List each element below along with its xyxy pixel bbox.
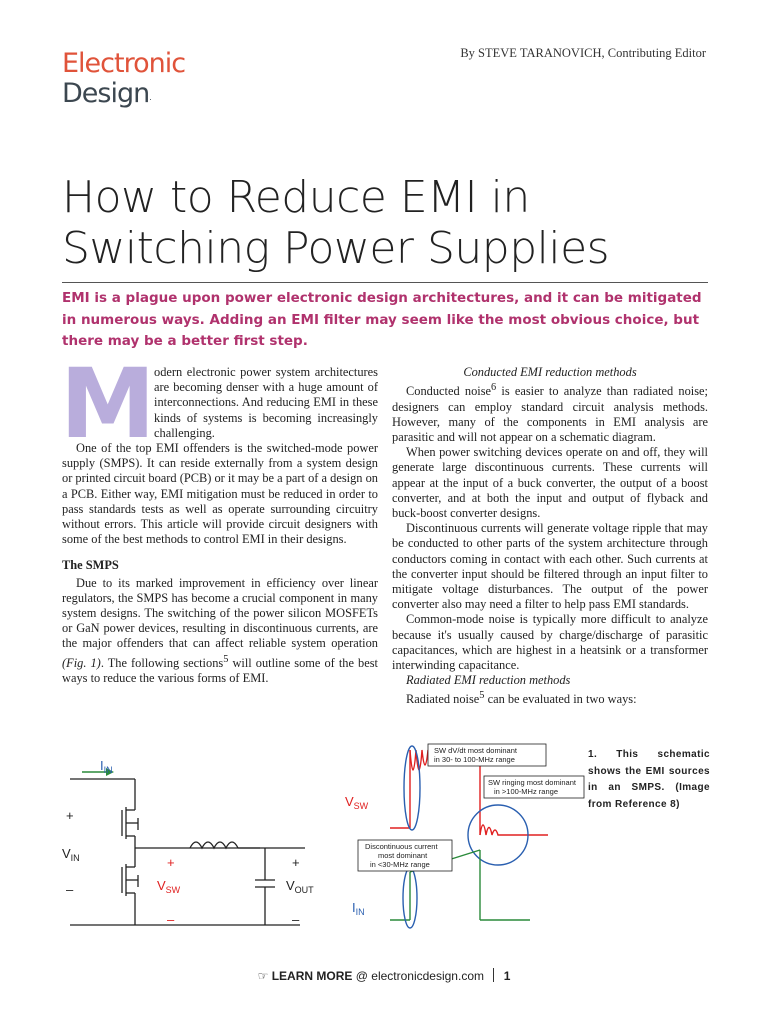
- vin-minus: –: [66, 882, 74, 897]
- paragraph-text: Due to its marked improvement in efficie…: [62, 575, 378, 651]
- page-number: 1: [503, 969, 511, 983]
- vin-label: VIN: [62, 846, 80, 863]
- annotation-box-discontinuous: Discontinuous current most dominant in <…: [357, 839, 453, 872]
- at-symbol: @: [355, 969, 368, 983]
- paragraph: One of the top EMI offenders is the swit…: [62, 441, 378, 547]
- paragraph-text: . The following sections: [100, 655, 224, 670]
- paragraph-text: Radiated noise: [406, 692, 480, 707]
- section-heading: Radiated EMI reduction methods: [406, 673, 571, 688]
- input-current-arrow: [82, 768, 114, 776]
- column-left: M odern electronic power system architec…: [60, 348, 378, 687]
- title-rule: [62, 282, 708, 283]
- footer: ☞ LEARN MORE @ electronicdesign.com 1: [0, 968, 768, 983]
- svg-text:in <30-MHz range: in <30-MHz range: [370, 860, 430, 869]
- paragraph: odern electronic power system architectu…: [154, 365, 378, 440]
- svg-text:most dominant: most dominant: [378, 851, 428, 860]
- reference-number: 5: [223, 653, 229, 665]
- article-deck: EMI is a plague upon power electronic de…: [62, 290, 702, 349]
- reference-number: 6: [491, 382, 497, 394]
- column-right: Conducted EMI reduction methods Conducte…: [392, 365, 708, 708]
- paragraph: Due to its marked improvement in efficie…: [62, 576, 378, 687]
- paragraph: Common-mode noise is typically more diff…: [392, 612, 708, 672]
- paragraph-text: will outline some of the best ways to re…: [62, 655, 378, 685]
- paragraph: When power switching devices operate on …: [392, 445, 708, 520]
- byline: By STEVE TARANOVICH, Contributing Editor: [460, 46, 706, 60]
- annotation-box-dvdt: SW dV/dt most dominant in 30- to 100-MHz…: [427, 743, 547, 767]
- vout-plus: +: [292, 855, 300, 870]
- section-heading: The SMPS: [62, 558, 119, 573]
- article-title: How to Reduce EMI in Switching Power Sup…: [62, 172, 610, 274]
- vin-plus: +: [66, 808, 74, 823]
- iin-label: IIN: [100, 758, 113, 775]
- figure-schematic: IIN + VIN – + VSW – + VOUT – VSW IIN SW …: [62, 743, 585, 929]
- buck-circuit: [70, 778, 305, 926]
- vsw-wave-label: VSW: [345, 794, 369, 811]
- svg-text:in >100-MHz range: in >100-MHz range: [494, 787, 558, 796]
- vout-label: VOUT: [286, 878, 314, 895]
- logo-electronic[interactable]: Electronic: [62, 48, 186, 79]
- logo-design-text: Design: [62, 78, 150, 109]
- vsw-label: VSW: [157, 878, 181, 895]
- logo-registered-mark: .: [149, 93, 151, 102]
- svg-text:in 30- to 100-MHz range: in 30- to 100-MHz range: [434, 755, 515, 764]
- paragraph-text: is easier to analyze than radiated noise…: [392, 384, 708, 444]
- logo-design[interactable]: Design.: [62, 78, 152, 114]
- drop-cap: M: [60, 348, 156, 460]
- svg-text:SW dV/dt most dominant: SW dV/dt most dominant: [434, 746, 518, 755]
- svg-text:Discontinuous current: Discontinuous current: [365, 842, 438, 851]
- vsw-minus: –: [167, 912, 175, 927]
- learn-more-link[interactable]: LEARN MORE: [271, 969, 353, 983]
- paragraph: Radiated noise5 can be evaluated in two …: [392, 688, 708, 707]
- reference-number: 5: [479, 690, 485, 702]
- annotation-box-ringing: SW ringing most dominant in >100-MHz ran…: [483, 775, 585, 799]
- svg-text:SW ringing most dominant: SW ringing most dominant: [488, 778, 577, 787]
- iin-wave-label: IIN: [352, 900, 365, 917]
- vsw-plus: +: [167, 855, 175, 870]
- paragraph-text: can be evaluated in two ways:: [484, 692, 637, 707]
- hand-pointer-icon: ☞: [257, 969, 269, 983]
- section-heading: Conducted EMI reduction methods: [463, 365, 637, 379]
- footer-divider: [493, 968, 495, 982]
- paragraph-text: Conducted noise: [406, 384, 492, 399]
- vout-minus: –: [292, 912, 300, 927]
- figure-ref: (Fig. 1): [62, 655, 101, 670]
- figure-caption: 1. This schematic shows the EMI sources …: [588, 749, 710, 810]
- site-link[interactable]: electronicdesign.com: [371, 969, 484, 983]
- paragraph: Discontinuous currents will generate vol…: [392, 521, 708, 612]
- paragraph: Conducted noise6 is easier to analyze th…: [392, 380, 708, 445]
